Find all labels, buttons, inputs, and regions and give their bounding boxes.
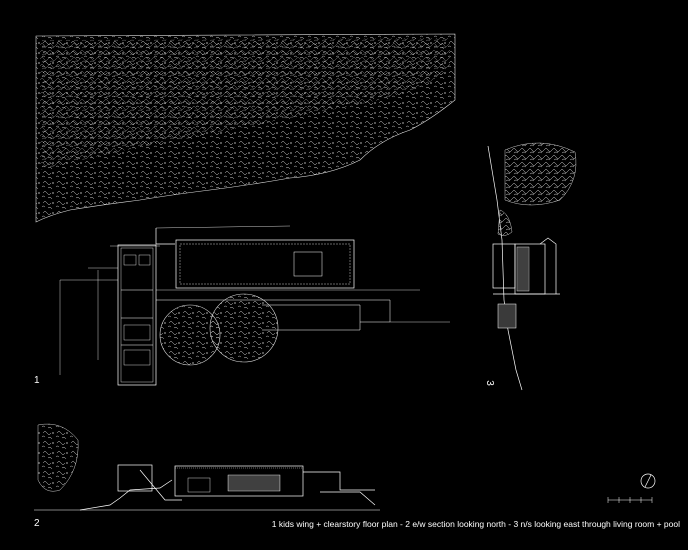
scale-bar-icon — [607, 497, 653, 503]
section-ns-label: 3 — [483, 380, 495, 386]
floor-plan-kids-wing — [59, 225, 450, 386]
section-ns-living-pool — [487, 142, 577, 391]
plan-trees — [159, 293, 279, 366]
north-arrow-icon — [640, 473, 656, 489]
drawing-caption: 1 kids wing + clearstory floor plan - 2 … — [271, 519, 680, 529]
section-ew-label: 2 — [34, 518, 40, 529]
section-ew-looking-north — [34, 423, 380, 511]
tree-canopy-area — [35, 33, 456, 223]
plan-label: 1 — [34, 375, 40, 386]
